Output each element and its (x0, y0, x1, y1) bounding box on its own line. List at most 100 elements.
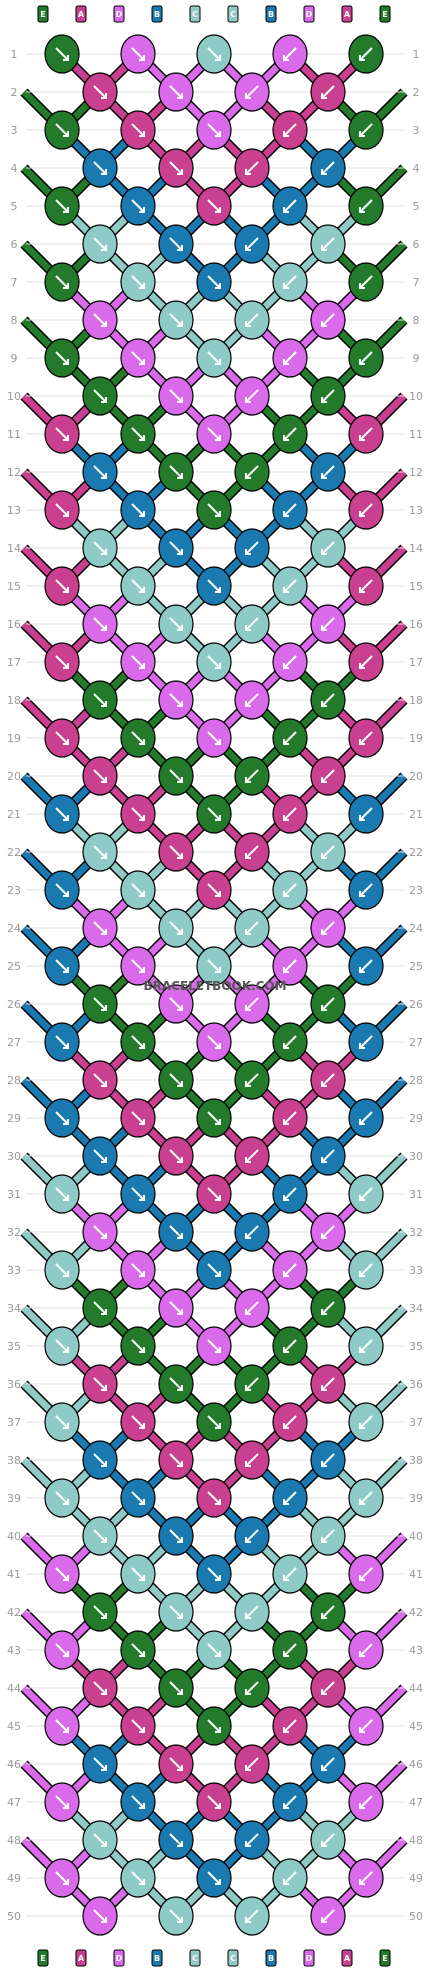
knot-arrow-icon (131, 1871, 145, 1885)
row-label-right: 46 (409, 1758, 423, 1771)
knot (348, 794, 384, 834)
knot-arrow-icon (55, 351, 69, 365)
knot-arrow-icon (169, 161, 183, 175)
knot-arrow-icon (321, 1605, 335, 1619)
knot-arrow-icon (207, 351, 221, 365)
string-tag-letter: C (230, 1954, 236, 1963)
knot (196, 1098, 232, 1138)
row-label-left: 30 (7, 1150, 21, 1163)
knot (310, 1440, 346, 1480)
knot-arrow-icon (131, 731, 145, 745)
knot-arrow-icon (55, 959, 69, 973)
row-label-right: 31 (409, 1188, 423, 1201)
knot-arrow-icon (359, 503, 373, 517)
knot-arrow-icon (207, 1643, 221, 1657)
knot-arrow-icon (131, 1719, 145, 1733)
knot-arrow-icon (207, 1035, 221, 1049)
knot-arrow-icon (283, 503, 297, 517)
knot-arrow-icon (93, 1757, 107, 1771)
knot (348, 414, 384, 454)
knot (348, 490, 384, 530)
knot (196, 1554, 232, 1594)
knot-arrow-icon (245, 1149, 259, 1163)
knot (196, 870, 232, 910)
knot-arrow-icon (131, 1643, 145, 1657)
knot (310, 908, 346, 948)
knot-arrow-icon (169, 465, 183, 479)
knot (120, 1098, 156, 1138)
knot (82, 1516, 118, 1556)
knot (158, 680, 194, 720)
knot-arrow-icon (321, 1681, 335, 1695)
knot (158, 1820, 194, 1860)
knot-arrow-icon (359, 959, 373, 973)
string-tag-swatch (189, 5, 201, 23)
knot (44, 870, 80, 910)
knot-arrow-icon (55, 1339, 69, 1353)
string-tag-bottom: D (303, 1949, 315, 1967)
row-label-left: 35 (7, 1340, 21, 1353)
string-tag-swatch (37, 5, 49, 23)
knot-arrow-icon (93, 85, 107, 99)
knot (234, 452, 270, 492)
knot (196, 1174, 232, 1214)
knot (82, 1288, 118, 1328)
string-tag-bottom: E (379, 1949, 391, 1967)
knot-arrow-icon (169, 1529, 183, 1543)
knot-arrow-icon (207, 1719, 221, 1733)
knot (120, 262, 156, 302)
knot (44, 1630, 80, 1670)
knot-arrow-icon (169, 1301, 183, 1315)
knot (196, 1478, 232, 1518)
string-tag-letter: E (40, 1954, 45, 1963)
knot (310, 1592, 346, 1632)
row-label-left: 33 (7, 1264, 21, 1277)
knot (158, 1592, 194, 1632)
row-label-right: 4 (413, 162, 420, 175)
row-label-left: 20 (7, 770, 21, 783)
string-tag-top: D (303, 5, 315, 23)
knot-arrow-icon (169, 693, 183, 707)
knot-arrow-icon (131, 123, 145, 137)
string-tag-top: A (75, 5, 87, 23)
knot-arrow-icon (359, 655, 373, 669)
knot-arrow-icon (359, 807, 373, 821)
knot-arrow-icon (283, 1035, 297, 1049)
knot (348, 718, 384, 758)
knot-arrow-icon (207, 1491, 221, 1505)
knot (158, 908, 194, 948)
knot (310, 376, 346, 416)
knot-arrow-icon (169, 313, 183, 327)
knot (234, 680, 270, 720)
string-tag-swatch (151, 5, 163, 23)
knot-arrow-icon (169, 1453, 183, 1467)
knot (234, 1516, 270, 1556)
knot (120, 1326, 156, 1366)
knot-arrow-icon (93, 1225, 107, 1239)
knot-arrow-icon (283, 959, 297, 973)
knot (348, 566, 384, 606)
knot-arrow-icon (283, 807, 297, 821)
string-tag-letter: B (268, 10, 274, 19)
knot (158, 1288, 194, 1328)
knot (234, 376, 270, 416)
knot-arrow-icon (321, 769, 335, 783)
knot-arrow-icon (245, 1377, 259, 1391)
knot-arrow-icon (131, 1187, 145, 1201)
knot-arrow-icon (169, 85, 183, 99)
knot-arrow-icon (359, 1795, 373, 1809)
string-tag-letter: E (382, 10, 387, 19)
knot-arrow-icon (359, 427, 373, 441)
knot-arrow-icon (55, 275, 69, 289)
knot-arrow-icon (55, 47, 69, 61)
knot (310, 1744, 346, 1784)
knot (348, 1630, 384, 1670)
knot (44, 1250, 80, 1290)
row-label-left: 22 (7, 846, 21, 859)
knot-arrow-icon (131, 807, 145, 821)
knot-arrow-icon (359, 1567, 373, 1581)
knot (120, 1250, 156, 1290)
knot-arrow-icon (245, 1073, 259, 1087)
string-tag-letter: A (344, 1954, 351, 1963)
